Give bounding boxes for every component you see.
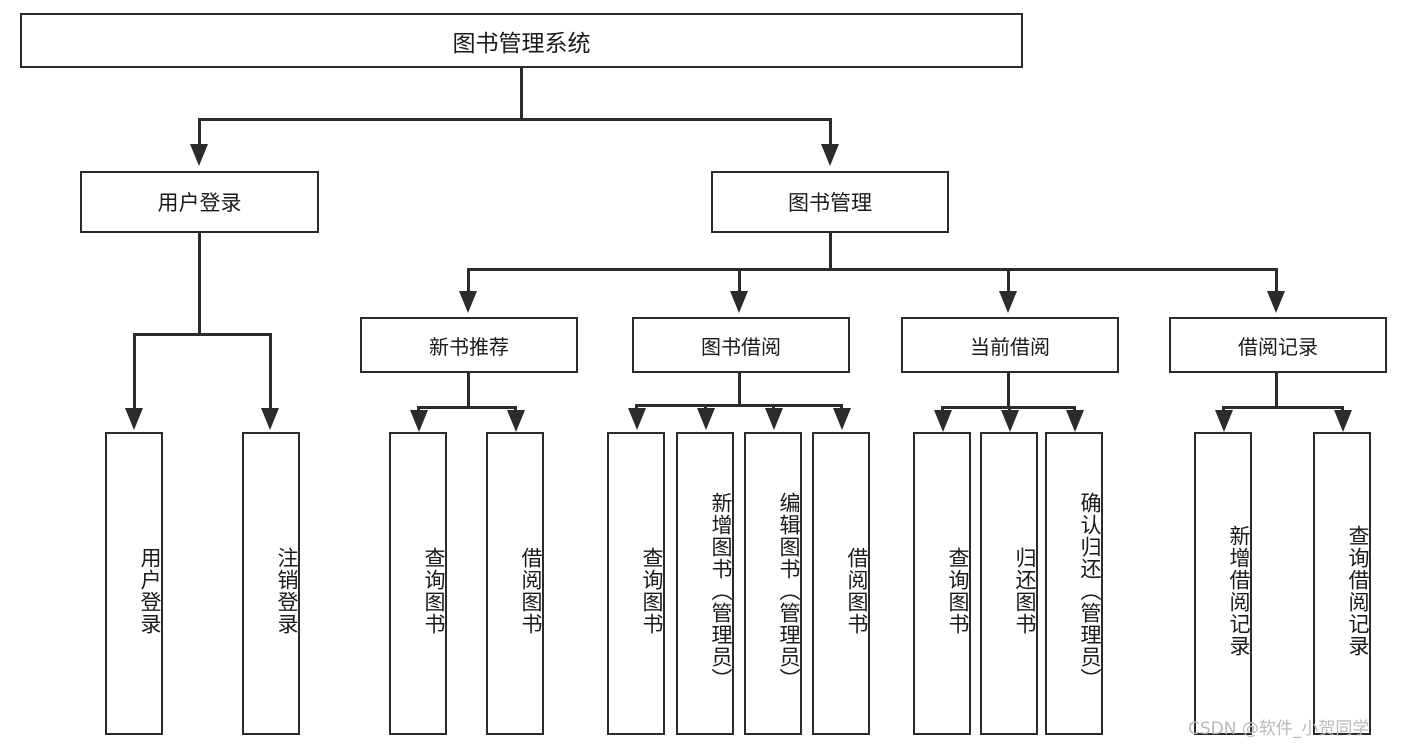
edge-current-borrow-stem bbox=[1007, 373, 1010, 408]
leaf-return-book[interactable]: 归还图书 bbox=[980, 432, 1038, 735]
arrow-to-new-book-recommend bbox=[459, 291, 477, 313]
edge-user-login-drop-1 bbox=[133, 333, 136, 411]
leaf-add-borrow-record[interactable]: 新增借阅记录 bbox=[1194, 432, 1252, 735]
edge-new-book-stem bbox=[467, 373, 470, 408]
edge-book-mgmt-drop-3 bbox=[1007, 268, 1010, 293]
arrow-to-book-borrow bbox=[730, 291, 748, 313]
arrow-borrow-record-leaf-1 bbox=[1215, 410, 1233, 432]
arrow-new-book-leaf-2 bbox=[507, 410, 525, 432]
node-label: 用户登录 bbox=[157, 191, 242, 215]
leaf-label: 注销登录 bbox=[275, 546, 299, 635]
arrow-root-to-user-login bbox=[190, 144, 208, 166]
edge-book-mgmt-stem bbox=[829, 233, 832, 270]
edge-book-mgmt-drop-2 bbox=[738, 268, 741, 293]
leaf-query-borrow-record[interactable]: 查询借阅记录 bbox=[1313, 432, 1371, 735]
arrow-root-to-book-mgmt bbox=[821, 144, 839, 166]
arrow-to-leaf-user-login bbox=[125, 408, 143, 430]
edge-user-login-bus bbox=[133, 333, 271, 336]
leaf-label: 查询借阅记录 bbox=[1346, 524, 1370, 657]
arrow-current-borrow-leaf-1 bbox=[934, 410, 952, 432]
arrow-current-borrow-leaf-2 bbox=[1001, 410, 1019, 432]
csdn-watermark: CSDN @软件_小贺同学 bbox=[1188, 714, 1369, 739]
arrow-to-leaf-logout bbox=[261, 408, 279, 430]
watermark-text: CSDN @软件_小贺同学 bbox=[1188, 719, 1370, 739]
edge-borrow-record-bus bbox=[1222, 406, 1344, 409]
node-book-borrow[interactable]: 图书借阅 bbox=[632, 317, 850, 373]
edge-book-borrow-bus bbox=[635, 404, 843, 407]
arrow-to-borrow-record bbox=[1267, 291, 1285, 313]
leaf-borrow-book[interactable]: 借阅图书 bbox=[812, 432, 870, 735]
node-label: 图书管理系统 bbox=[452, 30, 591, 57]
arrow-book-borrow-leaf-4 bbox=[833, 408, 851, 430]
node-label: 当前借阅 bbox=[970, 334, 1050, 359]
node-root-library-system[interactable]: 图书管理系统 bbox=[20, 13, 1023, 68]
edge-root-to-user-login bbox=[198, 118, 201, 146]
leaf-label: 确认归还（管理员） bbox=[1078, 491, 1102, 690]
leaf-label: 借阅图书 bbox=[845, 546, 869, 635]
leaf-query-book-recommend[interactable]: 查询图书 bbox=[389, 432, 447, 735]
leaf-label: 新增图书（管理员） bbox=[709, 491, 733, 690]
leaf-user-login[interactable]: 用户登录 bbox=[105, 432, 163, 735]
leaf-label: 用户登录 bbox=[138, 546, 162, 635]
leaf-label: 新增借阅记录 bbox=[1227, 524, 1251, 657]
arrow-new-book-leaf-1 bbox=[410, 410, 428, 432]
leaf-confirm-return-admin[interactable]: 确认归还（管理员） bbox=[1045, 432, 1103, 735]
node-label: 借阅记录 bbox=[1238, 334, 1318, 359]
leaf-label: 借阅图书 bbox=[519, 546, 543, 635]
leaf-logout[interactable]: 注销登录 bbox=[242, 432, 300, 735]
leaf-query-book-borrow[interactable]: 查询图书 bbox=[607, 432, 665, 735]
edge-root-to-book-mgmt bbox=[829, 118, 832, 146]
arrow-borrow-record-leaf-2 bbox=[1334, 410, 1352, 432]
node-current-borrow[interactable]: 当前借阅 bbox=[901, 317, 1119, 373]
edge-root-stem bbox=[520, 68, 523, 120]
edge-borrow-record-stem bbox=[1275, 373, 1278, 408]
node-borrow-record[interactable]: 借阅记录 bbox=[1169, 317, 1387, 373]
leaf-label: 编辑图书（管理员） bbox=[777, 491, 801, 690]
edge-new-book-bus bbox=[417, 406, 517, 409]
leaf-borrow-book-recommend[interactable]: 借阅图书 bbox=[486, 432, 544, 735]
edge-book-mgmt-drop-4 bbox=[1275, 268, 1278, 293]
leaf-label: 查询图书 bbox=[422, 546, 446, 635]
leaf-label: 查询图书 bbox=[946, 546, 970, 635]
edge-root-bus bbox=[198, 118, 832, 121]
leaf-edit-book-admin[interactable]: 编辑图书（管理员） bbox=[744, 432, 802, 735]
arrow-book-borrow-leaf-1 bbox=[628, 408, 646, 430]
leaf-query-book-current[interactable]: 查询图书 bbox=[913, 432, 971, 735]
arrow-to-current-borrow bbox=[999, 291, 1017, 313]
edge-book-borrow-stem bbox=[738, 373, 741, 406]
edge-book-mgmt-bus bbox=[467, 268, 1278, 271]
edge-book-mgmt-drop-1 bbox=[467, 268, 470, 293]
node-new-book-recommend[interactable]: 新书推荐 bbox=[360, 317, 578, 373]
arrow-book-borrow-leaf-2 bbox=[697, 408, 715, 430]
node-book-management[interactable]: 图书管理 bbox=[711, 171, 949, 233]
node-label: 图书管理 bbox=[788, 191, 872, 215]
node-label: 新书推荐 bbox=[429, 334, 509, 359]
node-user-login[interactable]: 用户登录 bbox=[80, 171, 319, 233]
arrow-current-borrow-leaf-3 bbox=[1066, 410, 1084, 432]
leaf-add-book-admin[interactable]: 新增图书（管理员） bbox=[676, 432, 734, 735]
leaf-label: 查询图书 bbox=[640, 546, 664, 635]
arrow-book-borrow-leaf-3 bbox=[765, 408, 783, 430]
edge-user-login-drop-2 bbox=[269, 333, 272, 411]
leaf-label: 归还图书 bbox=[1013, 546, 1037, 635]
edge-user-login-stem bbox=[198, 233, 201, 335]
node-label: 图书借阅 bbox=[701, 334, 781, 359]
